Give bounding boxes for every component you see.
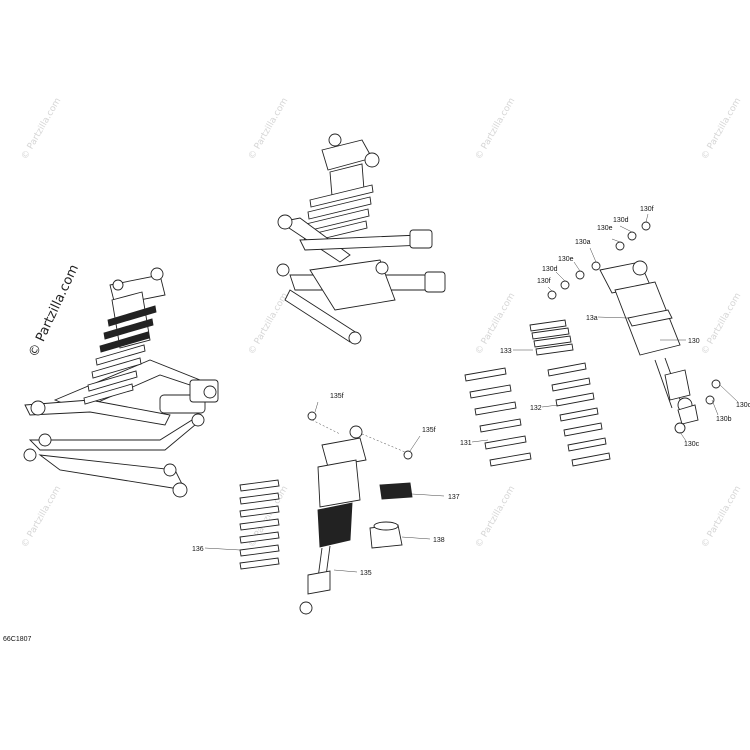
watermark: © Partzilla.com	[700, 96, 743, 161]
front-suspension-assembly	[23, 267, 219, 498]
shock-130-assembly	[547, 213, 739, 442]
part-137	[379, 482, 445, 500]
watermark: © Partzilla.com	[247, 291, 290, 356]
callout-132: 132	[530, 405, 542, 412]
callout-130: 130	[688, 338, 700, 345]
callout-130c: 130c	[684, 441, 700, 448]
diagram-reference-code: 66C1807	[3, 636, 32, 643]
callout-137: 137	[448, 494, 460, 501]
callout-130b: 130b	[716, 416, 732, 423]
front-shock-spring	[83, 305, 157, 405]
part-138	[369, 521, 431, 549]
callout-130f: 130f	[537, 278, 551, 285]
callout-135: 135	[360, 570, 372, 577]
callout-130d: 130d	[613, 217, 629, 224]
watermark: © Partzilla.com	[474, 484, 517, 549]
watermark: © Partzilla.com	[20, 484, 63, 549]
spring-132	[541, 362, 611, 467]
watermark: © Partzilla.com	[474, 291, 517, 356]
watermark: © Partzilla.com	[700, 484, 743, 549]
callout-135f: 135f	[330, 393, 344, 400]
callout-131: 131	[460, 440, 472, 447]
callout-130f: 130f	[640, 206, 654, 213]
spring-133	[513, 319, 574, 356]
partzilla-logo-watermark: © Partzilla.com	[26, 262, 82, 359]
callout-130a: 130a	[575, 239, 591, 246]
callout-136: 136	[192, 546, 204, 553]
watermark: © Partzilla.com	[474, 96, 517, 161]
callout-135f: 135f	[422, 427, 436, 434]
shock-135-assembly	[299, 401, 421, 615]
spring-136	[204, 479, 280, 570]
callout-130e: 130e	[597, 225, 613, 232]
watermark: © Partzilla.com	[20, 96, 63, 161]
rear-shock-spring	[303, 184, 374, 244]
rear-suspension-assembly	[276, 133, 446, 345]
callout-130d: 130d	[542, 266, 558, 273]
callout-138: 138	[433, 537, 445, 544]
spring-131	[464, 367, 532, 467]
callout-130e: 130e	[558, 256, 574, 263]
callout-labels: 130f 130d 130e 130a 130e 130d 130f 13a 1…	[192, 206, 750, 577]
callout-13a: 13a	[586, 315, 598, 322]
callout-130c: 130c	[736, 402, 750, 409]
watermark: © Partzilla.com	[700, 291, 743, 356]
watermark: © Partzilla.com	[247, 96, 290, 161]
callout-133: 133	[500, 348, 512, 355]
